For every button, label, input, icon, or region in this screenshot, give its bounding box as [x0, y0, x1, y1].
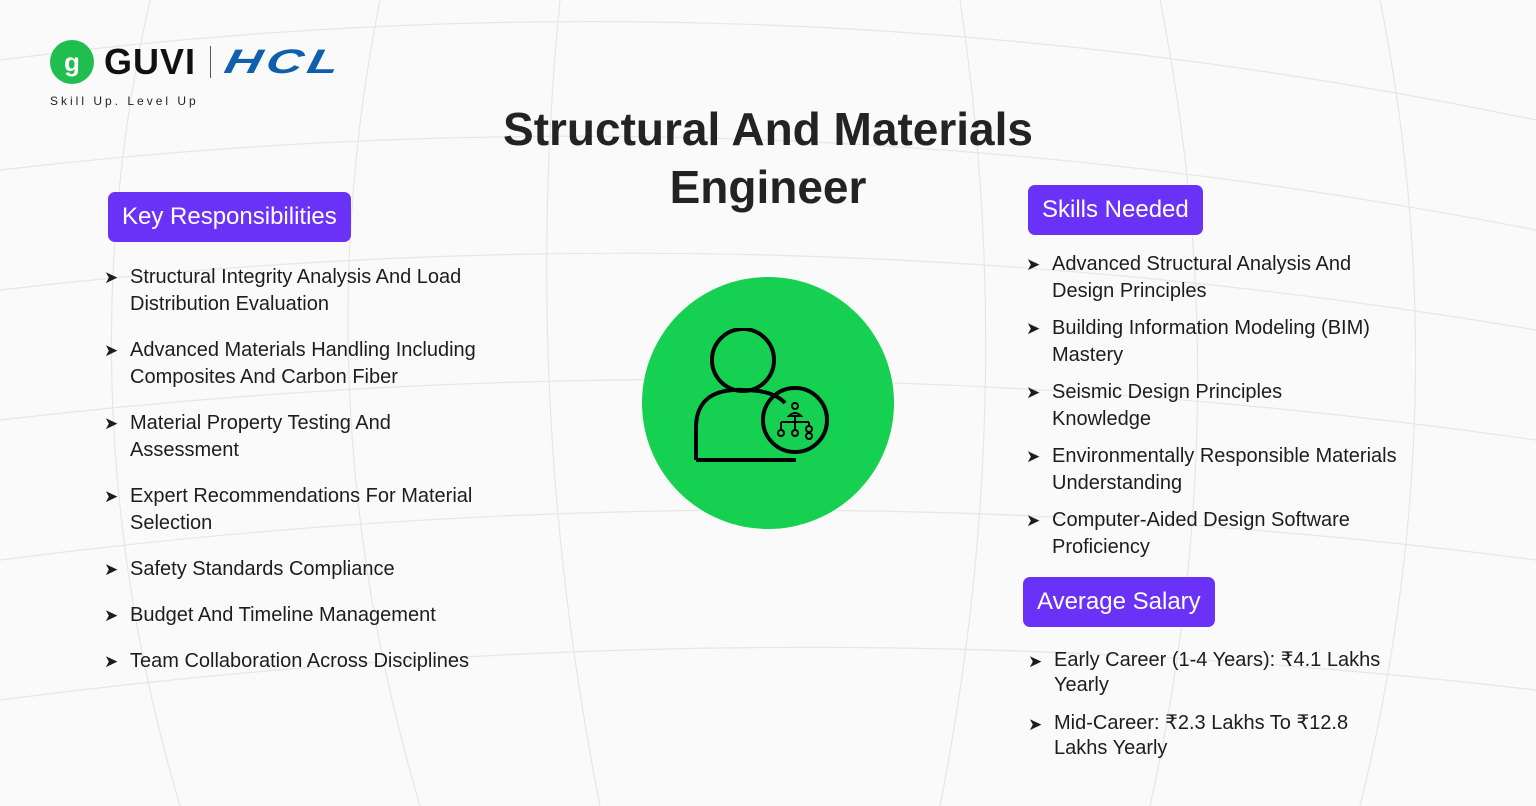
- hcl-wordmark: HCL: [221, 42, 348, 81]
- chevron-right-icon: ➤: [1028, 652, 1043, 671]
- list-item: ➤Seismic Design Principles Knowledge: [1026, 379, 1326, 433]
- chevron-right-icon: ➤: [1028, 715, 1043, 734]
- list-item: ➤Building Information Modeling (BIM) Mas…: [1026, 315, 1426, 369]
- list-item: ➤Team Collaboration Across Disciplines: [104, 648, 544, 675]
- chevron-right-icon: ➤: [104, 606, 119, 625]
- list-item: ➤Early Career (1-4 Years): ₹4.1 Lakhs Ye…: [1028, 649, 1381, 696]
- engineer-person-hierarchy-icon: [694, 328, 829, 462]
- hero-circle: [642, 277, 894, 529]
- title-line-2: Engineer: [669, 161, 867, 213]
- list-item: ➤Structural Integrity Analysis And Load …: [104, 264, 544, 318]
- guvi-logo-icon: g: [50, 40, 94, 84]
- key-responsibilities-heading: Key Responsibilities: [108, 192, 351, 242]
- logo-divider: [210, 46, 212, 78]
- chevron-right-icon: ➤: [1026, 383, 1041, 402]
- page-title: Structural And Materials Engineer: [0, 100, 1536, 216]
- list-item: ➤Advanced Materials Handling Including C…: [104, 337, 504, 391]
- list-item: ➤Safety Standards Compliance: [104, 556, 544, 583]
- list-item: ➤Mid-Career: ₹2.3 Lakhs To ₹12.8 Lakhs Y…: [1028, 712, 1349, 759]
- chevron-right-icon: ➤: [1026, 319, 1041, 338]
- chevron-right-icon: ➤: [104, 341, 119, 360]
- list-item: ➤Material Property Testing And Assessmen…: [104, 410, 464, 464]
- chevron-right-icon: ➤: [1026, 447, 1041, 466]
- responsibilities-list: ➤Structural Integrity Analysis And Load …: [104, 264, 544, 675]
- average-salary-heading: Average Salary: [1023, 577, 1215, 627]
- salary-list: ➤Early Career (1-4 Years): ₹4.1 Lakhs Ye…: [1028, 648, 1428, 761]
- chevron-right-icon: ➤: [104, 268, 119, 287]
- list-item: ➤Budget And Timeline Management: [104, 602, 544, 629]
- guvi-wordmark: GUVI: [104, 41, 197, 82]
- list-item: ➤Expert Recommendations For Material Sel…: [104, 483, 544, 537]
- skills-list: ➤Advanced Structural Analysis And Design…: [1026, 251, 1466, 561]
- skills-needed-heading: Skills Needed: [1028, 185, 1203, 235]
- list-item: ➤Environmentally Responsible Materials U…: [1026, 443, 1456, 497]
- chevron-right-icon: ➤: [104, 487, 119, 506]
- chevron-right-icon: ➤: [1026, 255, 1041, 274]
- tagline: Skill Up. Level Up: [50, 94, 199, 108]
- list-item: ➤Computer-Aided Design Software Proficie…: [1026, 507, 1416, 561]
- chevron-right-icon: ➤: [104, 652, 119, 671]
- chevron-right-icon: ➤: [104, 414, 119, 433]
- brand-logo: g GUVI HCL Skill Up. Level Up: [50, 40, 347, 108]
- title-line-1: Structural And Materials: [503, 103, 1033, 155]
- chevron-right-icon: ➤: [104, 560, 119, 579]
- list-item: ➤Advanced Structural Analysis And Design…: [1026, 251, 1416, 305]
- chevron-right-icon: ➤: [1026, 511, 1041, 530]
